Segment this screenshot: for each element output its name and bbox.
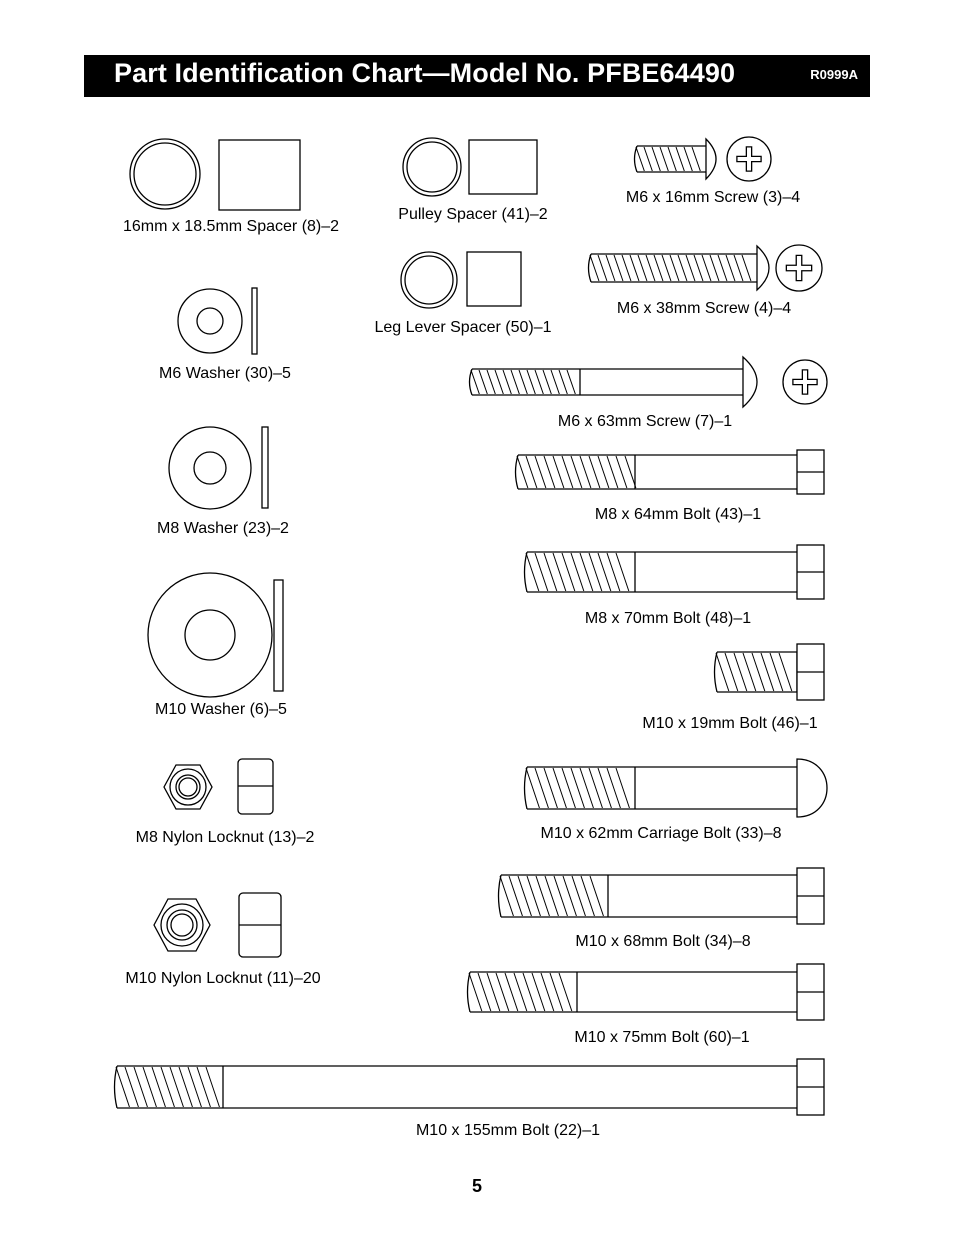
part-label: M10 x 75mm Bolt (60)–1 [574, 1029, 750, 1046]
m6-washer-drawing [177, 287, 258, 355]
m8-locknut-drawing [163, 758, 274, 815]
m8x64-bolt-drawing [514, 449, 825, 495]
phillips-head-icon [782, 359, 828, 405]
part-label: M10 x 62mm Carriage Bolt (33)–8 [540, 825, 782, 842]
page-title: Part Identification Chart—Model No. PFBE… [114, 58, 736, 88]
fastener-drawings [113, 136, 828, 1116]
part-label: Leg Lever Spacer (50)–1 [374, 319, 552, 336]
m6x16-screw-drawing [633, 136, 772, 182]
m10x155-bolt-drawing [113, 1058, 825, 1116]
pulley-spacer-drawing [402, 137, 538, 197]
part-label: M8 Nylon Locknut (13)–2 [135, 829, 315, 846]
part-label: M8 x 64mm Bolt (43)–1 [594, 506, 762, 523]
m8x70-bolt-drawing [523, 544, 825, 600]
spacer-16mm-drawing [129, 138, 301, 211]
phillips-head-icon [726, 136, 772, 182]
m10-washer-drawing [147, 572, 284, 698]
page-number: 5 [471, 1176, 483, 1196]
m6x38-screw-drawing [587, 244, 823, 292]
part-label: M6 x 63mm Screw (7)–1 [557, 413, 733, 430]
leg-lever-spacer-drawing [400, 251, 522, 309]
part-label: Pulley Spacer (41)–2 [398, 206, 548, 223]
m10x75-bolt-drawing [466, 963, 825, 1021]
m10x19-bolt-drawing [713, 643, 825, 701]
part-label: M8 Washer (23)–2 [157, 520, 289, 537]
document-code: R0999A [810, 67, 858, 82]
m6x63-screw-drawing [468, 355, 828, 409]
part-label: M6 x 16mm Screw (3)–4 [625, 189, 801, 206]
part-label: M6 x 38mm Screw (4)–4 [616, 300, 792, 317]
title-bar: Part Identification Chart—Model No. PFBE… [84, 55, 870, 97]
part-label: M10 x 155mm Bolt (22)–1 [415, 1122, 601, 1139]
m10x62-carriage-bolt-drawing [523, 758, 828, 818]
part-label: M8 x 70mm Bolt (48)–1 [584, 610, 752, 627]
part-label: M10 Nylon Locknut (11)–20 [125, 970, 321, 987]
part-label: M10 x 68mm Bolt (34)–8 [575, 933, 751, 950]
phillips-head-icon [775, 244, 823, 292]
m8-washer-drawing [168, 426, 269, 510]
part-label: M10 x 19mm Bolt (46)–1 [642, 715, 818, 732]
part-label: M10 Washer (6)–5 [155, 701, 287, 718]
part-label: 16mm x 18.5mm Spacer (8)–2 [122, 218, 340, 235]
m10x68-bolt-drawing [497, 867, 825, 925]
part-label: M6 Washer (30)–5 [159, 365, 291, 382]
m10-locknut-drawing [153, 892, 282, 958]
